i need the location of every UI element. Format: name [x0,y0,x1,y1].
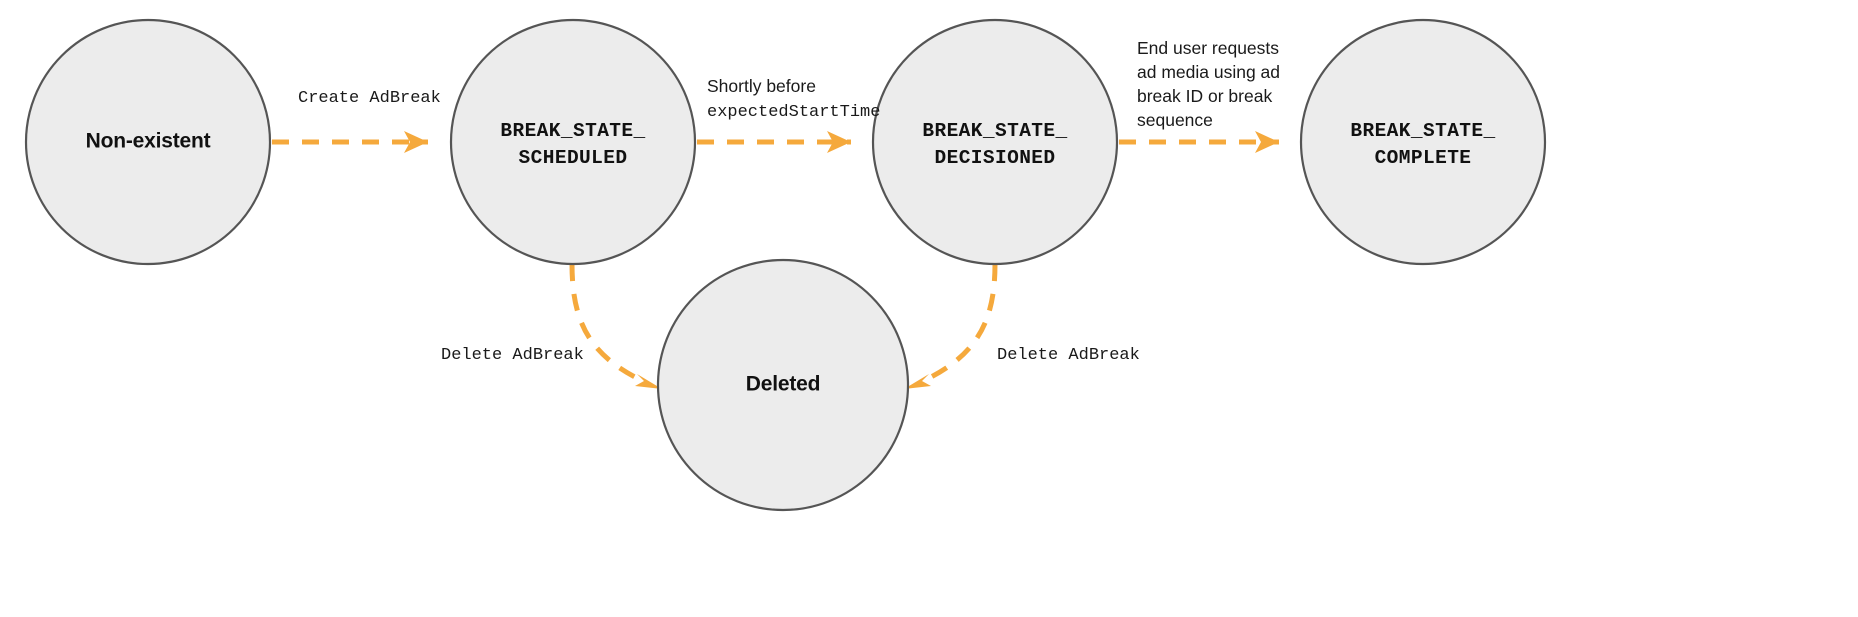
node-label: Deleted [746,373,820,396]
node-break-state-complete[interactable]: BREAK_STATE_ COMPLETE [1299,18,1547,266]
node-label-line-2: DECISIONED [934,147,1055,169]
edge-delete-adbreak-from-scheduled [569,263,662,389]
node-circle [656,258,910,512]
edge-line [569,263,645,384]
edge-label-end-user-requests-line-3: break ID or break [1137,86,1272,106]
node-break-state-decisioned[interactable]: BREAK_STATE_ DECISIONED [871,18,1119,266]
edge-label-end-user-requests-line-1: End user requests [1137,38,1279,58]
edge-line [921,263,998,384]
node-label-line-2: SCHEDULED [519,147,628,169]
edge-create-adbreak [272,131,428,153]
node-label-line-2: COMPLETE [1375,147,1472,169]
node-circle [24,18,272,266]
edge-label-shortly-before-line-2: expectedStartTime [707,103,880,122]
edge-delete-adbreak-from-decisioned [904,263,998,389]
edge-label-shortly-before-line-1: Shortly before [707,76,816,96]
node-circle [871,18,1119,266]
node-deleted[interactable]: Deleted [656,258,910,512]
edge-label-end-user-requests-line-2: ad media using ad [1137,62,1280,82]
arrowhead-icon [404,131,428,153]
arrowhead-icon [1255,131,1279,153]
edge-shortly-before-expected-start-time [697,131,851,153]
edge-label-delete-adbreak-from-scheduled: Delete AdBreak [441,346,584,365]
node-label-line-1: BREAK_STATE_ [922,120,1067,142]
arrowhead-icon [635,374,662,389]
node-circle [1299,18,1547,266]
node-circle [449,18,697,266]
edge-label-end-user-requests-line-4: sequence [1137,110,1213,130]
edge-label-delete-adbreak-from-decisioned: Delete AdBreak [997,346,1140,365]
edge-end-user-requests-ad-media [1119,131,1279,153]
node-label: Non-existent [86,130,211,153]
node-non-existent[interactable]: Non-existent [24,18,272,266]
arrowhead-icon [827,131,851,153]
node-label-line-1: BREAK_STATE_ [500,120,645,142]
edge-label-create-adbreak: Create AdBreak [298,89,441,108]
node-break-state-scheduled[interactable]: BREAK_STATE_ SCHEDULED [449,18,697,266]
arrowhead-icon [904,374,931,389]
node-label-line-1: BREAK_STATE_ [1350,120,1495,142]
